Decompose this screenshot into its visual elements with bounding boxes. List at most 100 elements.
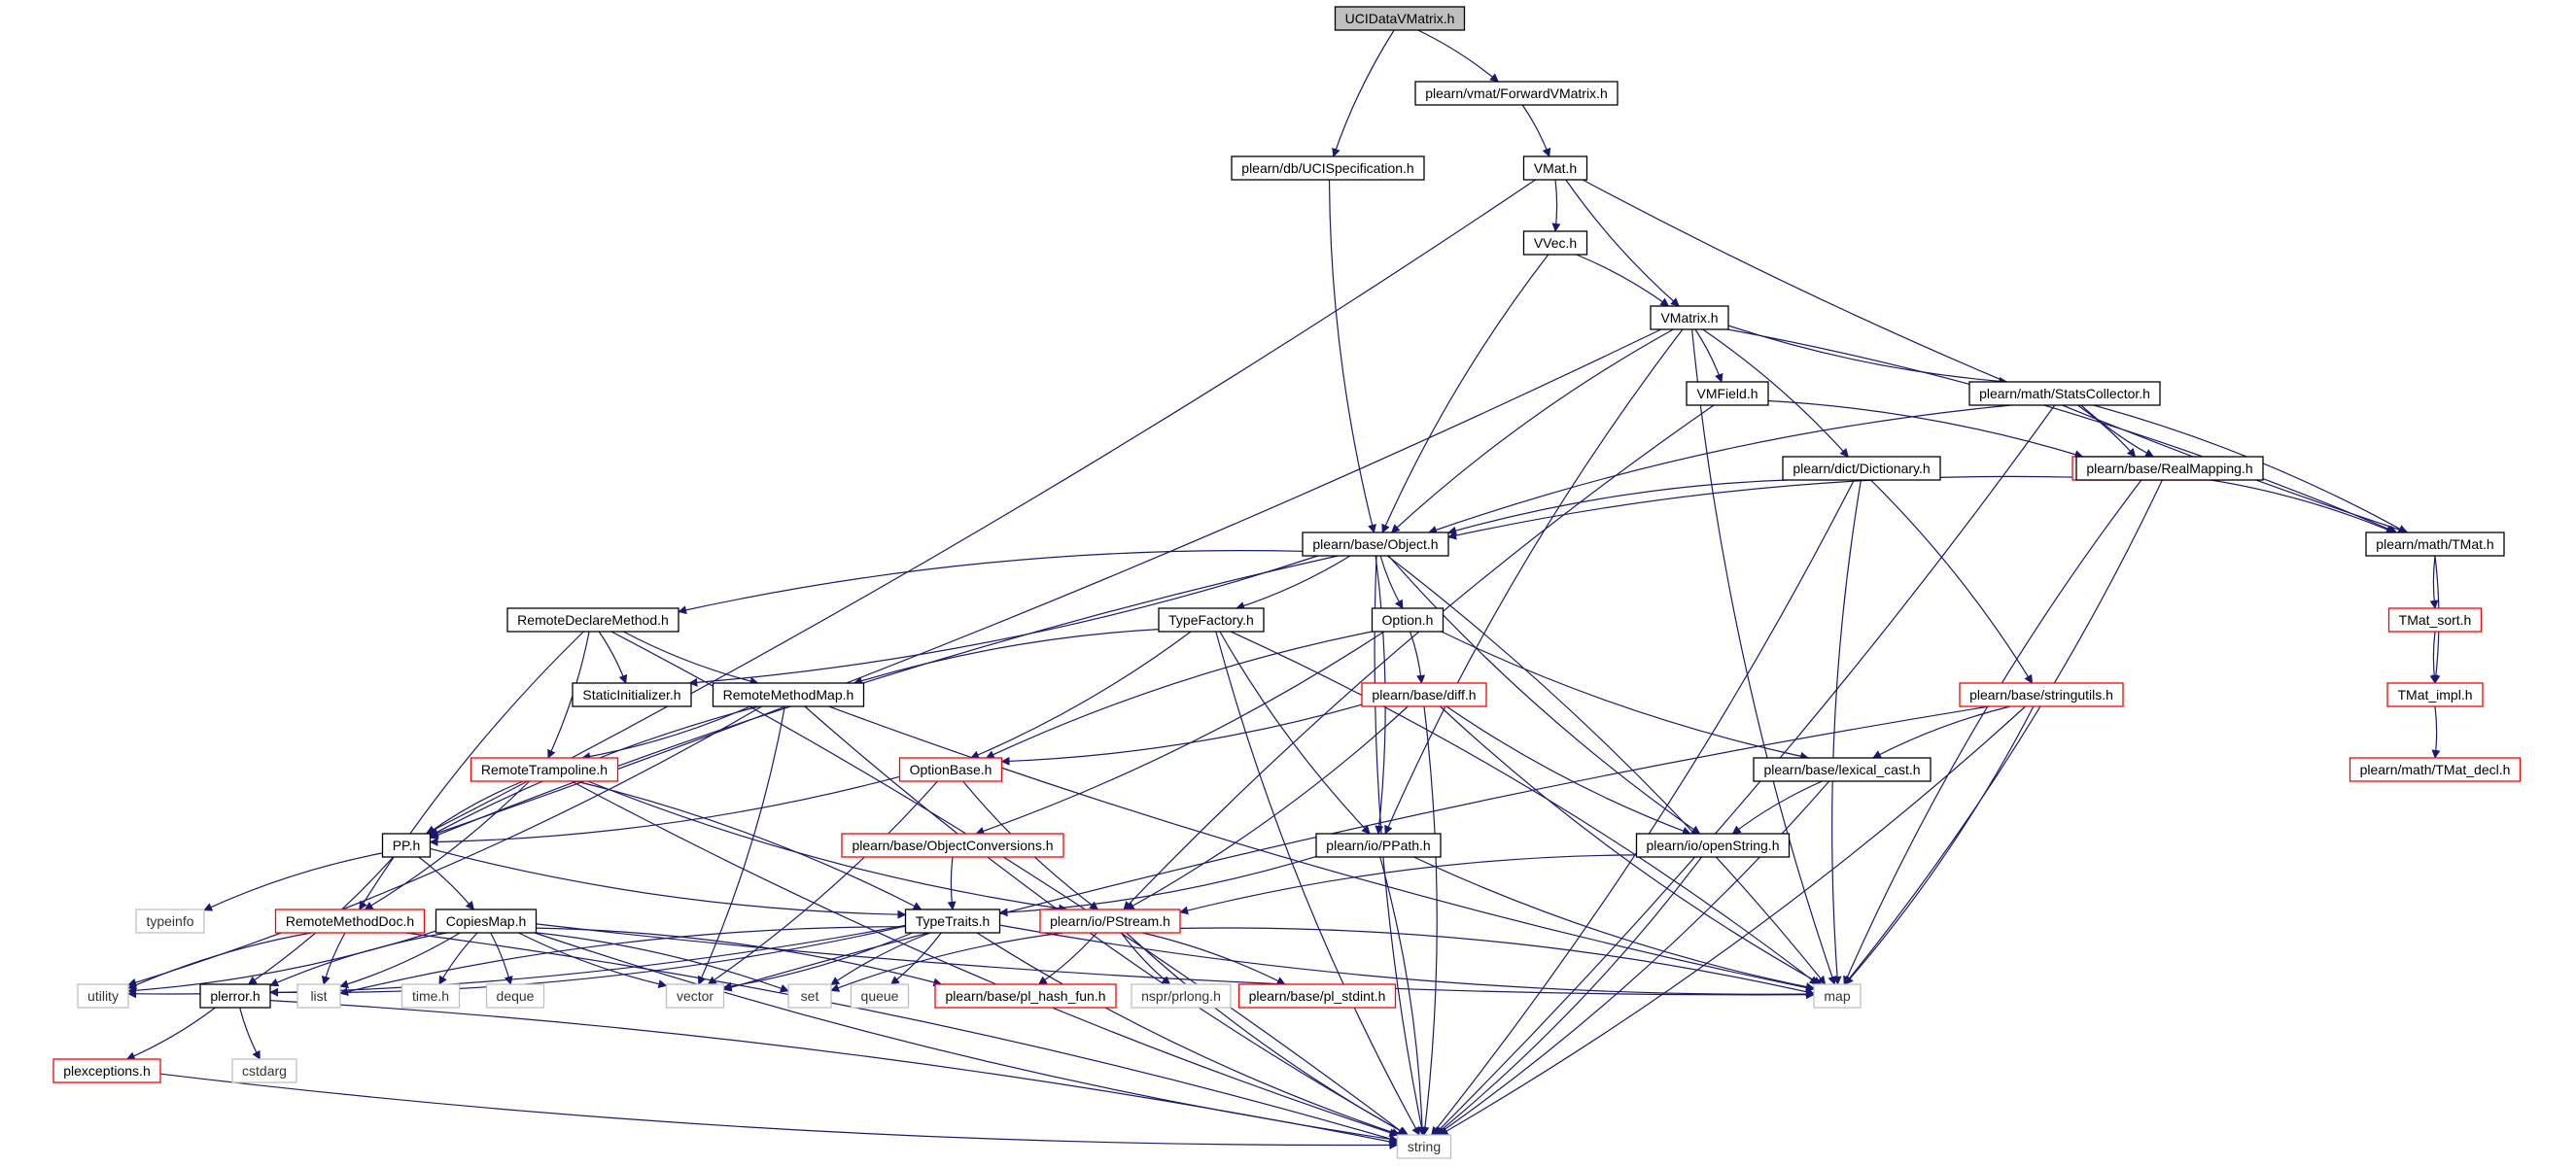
node-pstream[interactable]: plearn/io/PStream.h bbox=[1039, 909, 1181, 934]
node-plexc[interactable]: plexceptions.h bbox=[52, 1058, 161, 1083]
node-vmfield[interactable]: VMField.h bbox=[1686, 381, 1769, 406]
node-label-ucispec: plearn/db/UCISpecification.h bbox=[1241, 160, 1413, 176]
edge-copiesmap-to-deque bbox=[490, 932, 513, 985]
edge-uci-to-ucispec bbox=[1332, 29, 1395, 157]
edge-diff-to-string bbox=[1420, 705, 1438, 1136]
node-vmat[interactable]: VMat.h bbox=[1522, 155, 1588, 181]
node-box-remdoc bbox=[274, 909, 426, 934]
node-dict[interactable]: plearn/dict/Dictionary.h bbox=[1782, 456, 1941, 481]
node-fwd[interactable]: plearn/vmat/ForwardVMatrix.h bbox=[1414, 81, 1619, 106]
node-label-remdecl: RemoteDeclareMethod.h bbox=[517, 612, 669, 628]
node-box-dict bbox=[1782, 456, 1941, 481]
node-remdoc[interactable]: RemoteMethodDoc.h bbox=[274, 909, 426, 934]
edge-copiesmap-to-hashfun bbox=[536, 927, 943, 987]
node-uci[interactable]: UCIDataVMatrix.h bbox=[1334, 6, 1466, 31]
node-remtramp[interactable]: RemoteTrampoline.h bbox=[470, 757, 619, 782]
node-staticinit[interactable]: StaticInitializer.h bbox=[572, 682, 692, 707]
node-tmatimpl[interactable]: TMat_impl.h bbox=[2386, 682, 2484, 707]
edge-option-to-optbase bbox=[985, 631, 1373, 759]
node-vvec[interactable]: VVec.h bbox=[1522, 230, 1588, 256]
node-box-list bbox=[296, 983, 341, 1009]
node-box-prlong bbox=[1131, 983, 1232, 1009]
node-label-plerror: plerror.h bbox=[210, 988, 260, 1004]
node-box-deque bbox=[485, 983, 545, 1009]
node-ppath[interactable]: plearn/io/PPath.h bbox=[1315, 833, 1442, 858]
node-pp[interactable]: PP.h bbox=[381, 833, 432, 858]
edge-copiesmap-to-plerror bbox=[269, 932, 447, 987]
edge-remdecl-to-staticinit bbox=[598, 631, 628, 684]
node-lexcast[interactable]: plearn/base/lexical_cast.h bbox=[1753, 757, 1932, 782]
node-copiesmap[interactable]: CopiesMap.h bbox=[435, 909, 538, 934]
edge-vmat-to-tmat bbox=[1582, 179, 2409, 534]
edge-vmat-to-pp bbox=[425, 179, 1536, 835]
edge-remtramp-to-string bbox=[571, 780, 1399, 1137]
node-label-vvec: VVec.h bbox=[1534, 235, 1577, 251]
node-stats[interactable]: plearn/math/StatsCollector.h bbox=[1968, 381, 2161, 406]
edge-remdoc-to-utility bbox=[127, 932, 312, 989]
node-box-staticinit bbox=[572, 682, 692, 707]
edge-realmap-to-map bbox=[1844, 479, 2163, 985]
node-label-strutils: plearn/base/stringutils.h bbox=[1969, 687, 2113, 703]
edge-object-to-typefact bbox=[1236, 555, 1351, 610]
node-remdecl[interactable]: RemoteDeclareMethod.h bbox=[506, 607, 679, 633]
node-label-pstream: plearn/io/PStream.h bbox=[1050, 913, 1170, 929]
node-stdint[interactable]: plearn/base/pl_stdint.h bbox=[1237, 983, 1397, 1009]
edge-remtramp-to-pp bbox=[427, 780, 524, 835]
edge-plerror-to-cstdarg bbox=[239, 1007, 261, 1060]
edge-remmap-to-remtramp bbox=[581, 705, 751, 761]
node-openstr[interactable]: plearn/io/openString.h bbox=[1635, 833, 1791, 858]
node-realmap[interactable]: plearn/base/RealMapping.h bbox=[2075, 456, 2264, 481]
edge-dict-to-strutils bbox=[1870, 479, 2034, 684]
node-label-hashfun: plearn/base/pl_hash_fun.h bbox=[945, 988, 1105, 1004]
node-box-vmfield bbox=[1686, 381, 1769, 406]
node-option[interactable]: Option.h bbox=[1371, 607, 1445, 633]
edge-pstream-to-map bbox=[1179, 927, 1815, 997]
node-label-tmatimpl: TMat_impl.h bbox=[2397, 687, 2472, 703]
node-box-uci bbox=[1334, 6, 1466, 31]
edge-strutils-to-vector bbox=[722, 705, 1990, 992]
node-box-vmatrix bbox=[1650, 305, 1729, 330]
edge-object-to-openstr bbox=[1387, 555, 1701, 835]
node-diff[interactable]: plearn/base/diff.h bbox=[1361, 682, 1487, 707]
edge-ucispec-to-object bbox=[1328, 179, 1376, 533]
node-objconv[interactable]: plearn/base/ObjectConversions.h bbox=[841, 833, 1064, 858]
node-label-dict: plearn/dict/Dictionary.h bbox=[1793, 461, 1930, 476]
node-box-typeinfo bbox=[135, 909, 205, 934]
node-object[interactable]: plearn/base/Object.h bbox=[1302, 532, 1449, 557]
edge-plexc-to-string bbox=[159, 1073, 1399, 1149]
node-box-set bbox=[787, 983, 832, 1009]
node-box-timeh bbox=[400, 983, 461, 1009]
node-remmap[interactable]: RemoteMethodMap.h bbox=[712, 682, 865, 707]
node-typetraits[interactable]: TypeTraits.h bbox=[904, 909, 1001, 934]
node-label-fwd: plearn/vmat/ForwardVMatrix.h bbox=[1425, 86, 1608, 101]
node-plerror[interactable]: plerror.h bbox=[199, 983, 271, 1009]
node-list: list bbox=[296, 983, 341, 1009]
node-box-vvec bbox=[1522, 230, 1588, 256]
node-typefact[interactable]: TypeFactory.h bbox=[1158, 607, 1265, 633]
edge-option-to-diff bbox=[1410, 631, 1426, 684]
node-label-tmatdecl: plearn/math/TMat_decl.h bbox=[2360, 762, 2511, 777]
edge-vmfield-to-general bbox=[1767, 399, 2084, 459]
node-ucispec[interactable]: plearn/db/UCISpecification.h bbox=[1231, 155, 1425, 181]
node-box-typefact bbox=[1158, 607, 1265, 633]
edge-remdecl-to-string bbox=[610, 631, 1407, 1136]
edge-copiesmap-to-timeh bbox=[438, 932, 478, 985]
node-tmat[interactable]: plearn/math/TMat.h bbox=[2365, 532, 2505, 557]
node-label-objconv: plearn/base/ObjectConversions.h bbox=[852, 838, 1053, 853]
node-optbase[interactable]: OptionBase.h bbox=[898, 757, 1003, 782]
node-vmatrix[interactable]: VMatrix.h bbox=[1650, 305, 1729, 330]
node-tmatdecl[interactable]: plearn/math/TMat_decl.h bbox=[2349, 757, 2522, 782]
node-tmatsort[interactable]: TMat_sort.h bbox=[2387, 607, 2483, 633]
edge-diff-to-openstr bbox=[1445, 705, 1691, 836]
node-hashfun[interactable]: plearn/base/pl_hash_fun.h bbox=[934, 983, 1117, 1009]
node-label-queue: queue bbox=[861, 988, 899, 1004]
node-strutils[interactable]: plearn/base/stringutils.h bbox=[1959, 682, 2124, 707]
edge-remdecl-to-remmap bbox=[623, 631, 759, 686]
node-queue: queue bbox=[850, 983, 910, 1009]
edge-pstream-to-string bbox=[1126, 932, 1410, 1136]
edge-strutils-to-lexcast bbox=[1872, 705, 2011, 759]
edge-remdoc-to-string bbox=[405, 932, 1399, 1144]
edge-typetraits-to-string bbox=[976, 932, 1401, 1137]
edge-remdoc-to-list bbox=[321, 932, 346, 985]
node-box-remtramp bbox=[470, 757, 619, 782]
